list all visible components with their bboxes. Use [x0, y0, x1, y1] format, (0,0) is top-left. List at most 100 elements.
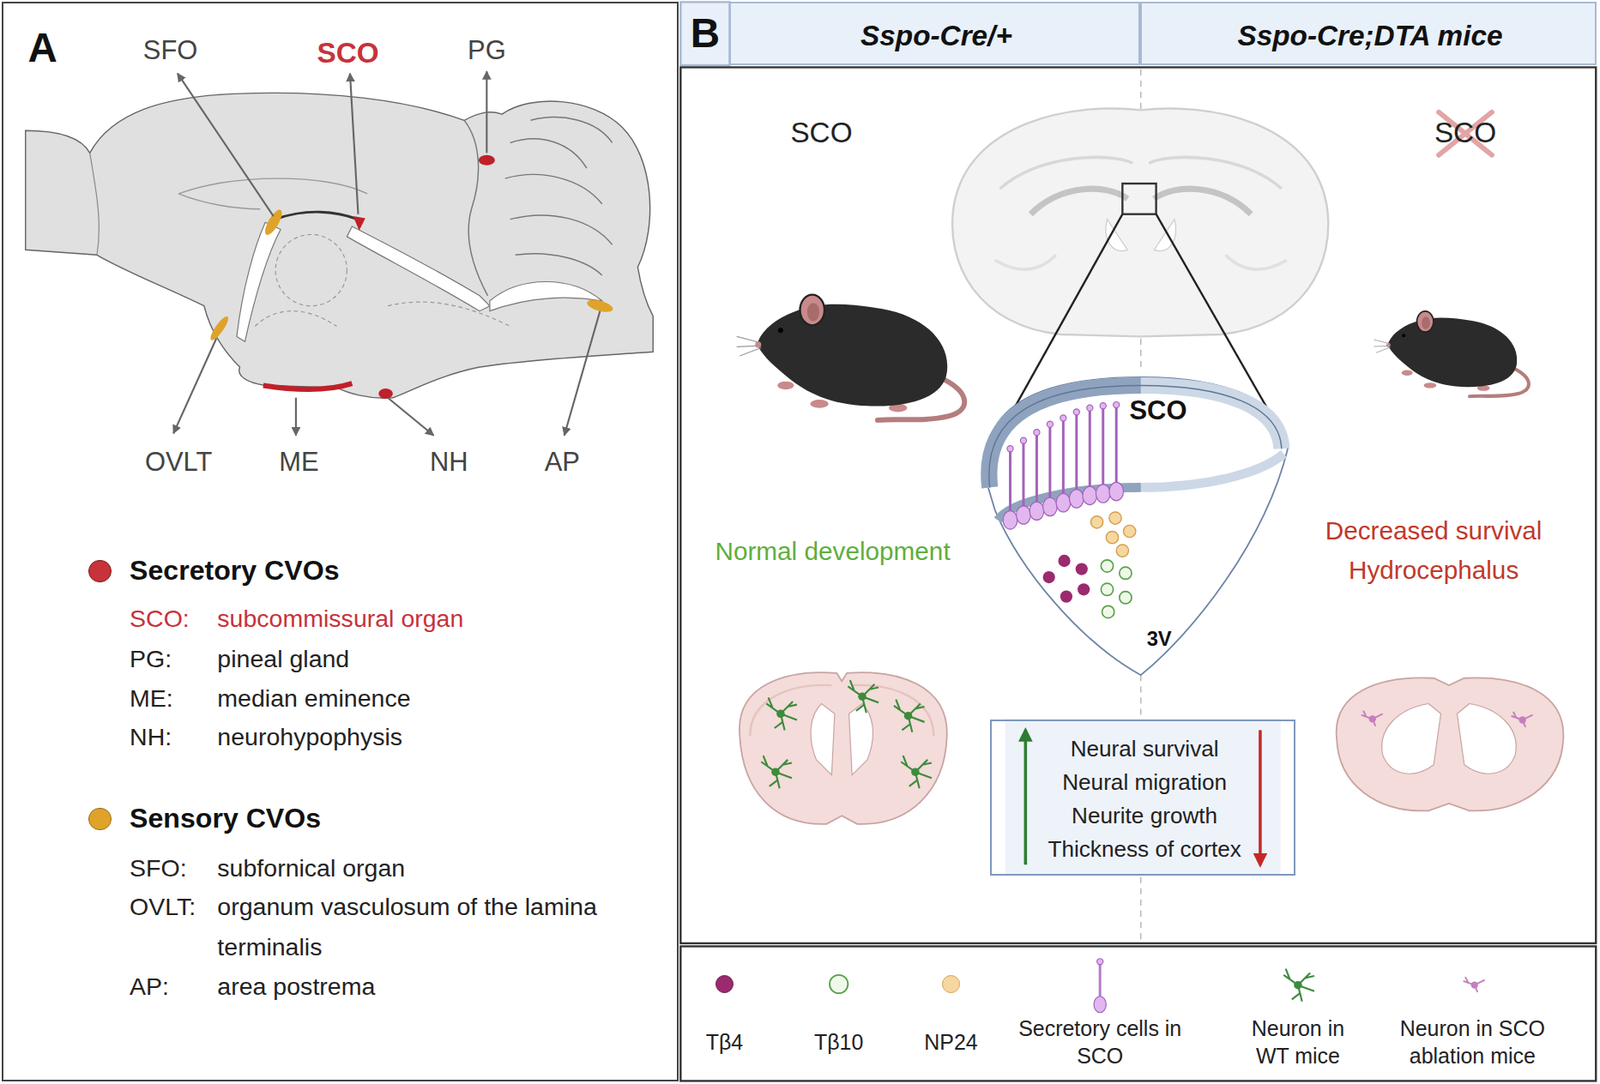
- coronal-section-wt: [810, 703, 873, 775]
- legend-symbol: [1283, 969, 1315, 1003]
- sagittal-brain: [275, 211, 357, 220]
- secretory-cell: [1002, 402, 1124, 531]
- legend-text: Sensory CVOs: [129, 801, 321, 838]
- label-text: SCO: [1434, 114, 1497, 151]
- secretory-cell: [1088, 410, 1092, 491]
- coronal-section-wt: [739, 672, 948, 825]
- label-text: Hydrocephalus: [1348, 554, 1519, 588]
- leader-line: [564, 311, 601, 436]
- coronal-brain: [995, 254, 1287, 270]
- secretory-cell: [1048, 426, 1051, 502]
- effect-box: [1005, 718, 1281, 876]
- legend-swatch: [715, 975, 734, 994]
- node-text: Sspo-Cre/+: [860, 17, 1013, 55]
- np24-dot: [1090, 516, 1103, 529]
- sco-zoom: [984, 377, 1288, 676]
- secretory-cell: [1007, 446, 1014, 453]
- header-cell: Sspo-Cre/+: [729, 1, 1140, 66]
- secretory-cell: [1062, 420, 1065, 498]
- sagittal-brain: [478, 155, 496, 166]
- tb10-dot: [1119, 591, 1132, 604]
- secretory-cell: [1021, 442, 1025, 510]
- secretory-cell: [1099, 403, 1106, 410]
- node-text: B: [690, 6, 720, 61]
- node-text: A: [27, 21, 57, 75]
- np24-dot: [1105, 531, 1118, 544]
- legend-symbol: [1098, 962, 1102, 1000]
- label-text: SFO:: [129, 852, 188, 885]
- secretory-cell: [1074, 414, 1078, 495]
- legend-symbol: [1093, 996, 1106, 1014]
- legend-symbol: [829, 959, 1486, 1014]
- sagittal-brain: [346, 226, 490, 312]
- secretory-cell: [1035, 434, 1039, 507]
- secretory-cell: [1029, 501, 1045, 520]
- node-text: Sspo-Cre;DTA mice: [1237, 17, 1503, 55]
- leader-line: [173, 338, 217, 435]
- label-text: Normal development: [714, 535, 950, 569]
- secretory-cell: [1046, 421, 1053, 428]
- sagittal-brain: [254, 301, 510, 327]
- secretory-cell: [1043, 497, 1058, 516]
- mouse-figure: [736, 295, 966, 421]
- coronal-section-wt: [749, 685, 934, 737]
- label-text: organum vasculosum of the lamina termina…: [217, 887, 666, 967]
- coronal-brain: [1030, 188, 1251, 215]
- leader-line: [485, 71, 488, 153]
- coronal-section-wt: [766, 697, 797, 731]
- label-text: subcommissural organ: [217, 603, 464, 635]
- leader-line: [350, 73, 359, 215]
- secretory-cell: [1016, 506, 1032, 525]
- sagittal-brain: [378, 388, 393, 399]
- label-text: SCO: [1129, 393, 1187, 429]
- np24-dot: [1090, 512, 1136, 557]
- sagittal-brain: [489, 281, 603, 311]
- tb4-dot: [1077, 583, 1090, 596]
- legend-text: NP24: [923, 1028, 978, 1057]
- secretory-cell: [1095, 484, 1111, 503]
- secretory-cell: [1115, 406, 1118, 487]
- sagittal-brain: [25, 92, 653, 399]
- secretory-cell: [1002, 511, 1018, 530]
- coronal-section-ablation: [1361, 711, 1383, 727]
- legend-swatch: [941, 975, 960, 994]
- tb10-dot: [1100, 583, 1113, 596]
- tb10-dot: [1100, 560, 1113, 573]
- label-text: PG:: [129, 643, 172, 676]
- coronal-section-wt: [847, 680, 879, 713]
- secretory-cell: [1008, 451, 1012, 516]
- label-text: pineal gland: [217, 643, 350, 676]
- label-text: neurohypophysis: [217, 721, 403, 754]
- sco-zoom: [997, 453, 1284, 520]
- effect-box: [1005, 718, 1281, 876]
- label-text: OVLT: [144, 445, 212, 480]
- label-text: AP: [544, 445, 580, 480]
- tb4-dot: [1057, 555, 1070, 568]
- sagittal-brain: [207, 314, 231, 344]
- tb4-dot: [1075, 562, 1088, 575]
- legend-text: Tβ4: [706, 1028, 744, 1057]
- label-text: subfornical organ: [217, 852, 405, 885]
- secretory-cell: [1101, 408, 1105, 490]
- label-text: AP:: [129, 971, 170, 1003]
- tb4-dot: [1043, 555, 1091, 604]
- effect-box: [1024, 730, 1028, 865]
- coronal-section-wt: [739, 672, 948, 825]
- secretory-cell: [1073, 409, 1080, 416]
- node-text: Neural migration: [1062, 767, 1227, 797]
- label-text: Decreased survival: [1325, 514, 1543, 549]
- secretory-cell: [1033, 429, 1040, 436]
- sco-zoom: [989, 385, 1142, 488]
- label-text: NH: [429, 445, 469, 480]
- label-text: SFO: [143, 33, 199, 68]
- panel-frame: [680, 66, 1596, 943]
- tb10-dot: [1119, 567, 1132, 580]
- secretory-cell: [1056, 494, 1071, 513]
- tb10-dot: [1102, 605, 1115, 618]
- np24-dot: [1116, 544, 1129, 557]
- sagittal-brain: [261, 207, 285, 238]
- effect-box: Neural survivalNeural migrationNeurite g…: [990, 719, 1296, 876]
- sagittal-brain: [505, 117, 613, 276]
- tb4-dot: [1060, 590, 1073, 603]
- panel-frame: [680, 1, 1596, 1081]
